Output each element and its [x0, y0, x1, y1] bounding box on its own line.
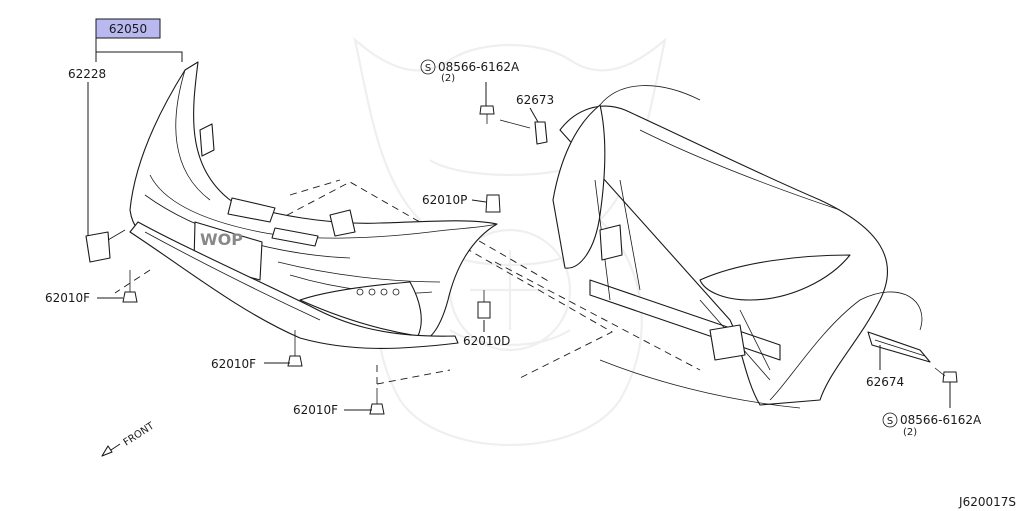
callout-clip-f-mid: 62010F	[211, 357, 256, 371]
callout-clip-d: 62010D	[463, 334, 510, 348]
screw-marker-bottom	[882, 412, 898, 428]
callout-leaders	[87, 38, 951, 411]
callout-screw-top-qty: (2)	[441, 73, 455, 84]
callout-grille-bracket: 62228	[68, 67, 106, 81]
vehicle-body-structure	[534, 85, 931, 409]
front-bumper-fascia: WOP	[85, 61, 498, 349]
callout-bracket-right: 62673	[516, 93, 554, 107]
figure-code: J620017S	[958, 495, 1016, 509]
callout-clip-f-bottom: 62010F	[293, 403, 338, 417]
screw-bottom-part	[934, 367, 958, 383]
callout-bracket-lower: 62674	[866, 375, 904, 389]
callout-screw-bottom: 08566-6162A	[900, 413, 982, 427]
callout-screw-bottom-qty: (2)	[903, 427, 917, 438]
callout-clip-f-left: 62010F	[45, 291, 90, 305]
front-direction-indicator: FRONT	[101, 420, 157, 457]
front-label: FRONT	[122, 420, 157, 448]
fasteners	[122, 105, 958, 415]
screw-marker-top	[420, 59, 436, 75]
screw-marker-top-label: S	[425, 63, 431, 74]
callout-clip-p: 62010P	[422, 193, 467, 207]
front-arrow-icon	[101, 445, 113, 457]
clip-62010p-part	[485, 194, 501, 213]
svg-text:WOP: WOP	[200, 230, 243, 249]
callout-screw-top: 08566-6162A	[438, 60, 520, 74]
callout-assembly: 62050	[109, 22, 147, 36]
clip-62010f-bottom-part	[369, 388, 385, 415]
clip-62010d-part	[477, 290, 491, 319]
assembly-highlight-box	[95, 18, 161, 39]
clip-62010f-left-part	[122, 270, 138, 303]
screw-marker-bottom-label: S	[887, 416, 893, 427]
screw-top-part	[479, 105, 495, 124]
